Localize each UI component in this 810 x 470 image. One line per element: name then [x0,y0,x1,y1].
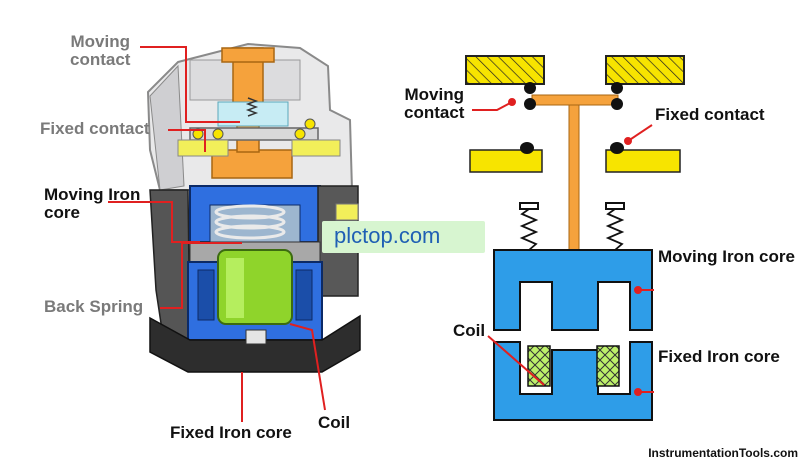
leader-right-fixed-contact-dot [624,137,632,145]
watermark-text: plctop.com [334,223,441,248]
leader-right-moving-contact-dot [508,98,516,106]
upper-bump-left [524,82,536,94]
coil-winding-right [596,345,620,387]
leader-right-fixed-contact [627,124,653,142]
coil-core-right [295,269,313,321]
coil-core-left [197,269,215,321]
lower-fixed-bar-left [469,149,543,173]
label-left-coil: Coil [318,413,351,432]
upper-bump-right [611,82,623,94]
moving-carrier-body [211,149,293,179]
contact-spring [245,97,259,117]
back-spring-turn-2 [214,214,286,230]
yellow-clip [335,203,359,221]
spring-right [605,208,625,251]
lower-bump-right [610,142,624,154]
contact-dot-4 [304,118,316,130]
bridge-bump-left [524,98,536,110]
base-tab [245,329,267,345]
label-right-moving-iron-core: Moving Iron core [658,247,795,266]
leader-left-back-spring [160,242,242,309]
lower-fixed-bar-right [605,149,681,173]
label-left-fixed-contact: Fixed contact [40,119,150,138]
lower-bump-left [520,142,534,154]
contactor-cutaway [146,42,361,373]
bridge-bump-right [611,98,623,110]
moving-carrier-top [221,47,275,63]
leader-right-fixed-iron-core-dot [634,388,642,396]
bridge-bar [531,94,619,106]
back-spring-turn-3 [214,224,286,240]
leader-left-moving-contact [140,46,240,123]
label-right-fixed-contact: Fixed contact [655,105,765,124]
housing-top-shade [149,64,185,191]
fixed-iron-core [493,341,653,421]
spring-cap-right [605,202,625,210]
coil-highlight [226,258,244,318]
terminal-left [177,139,229,157]
label-left-fixed-iron-core: Fixed Iron core [170,423,292,442]
leader-left-coil [289,323,326,411]
leader-right-moving-iron-core-dot [634,286,642,294]
label-right-fixed-iron-core: Fixed Iron core [658,347,780,366]
spring-cap-left [519,202,539,210]
credit-text: InstrumentationTools.com [648,446,798,460]
upper-fixed-bar-right [605,55,685,85]
spring-left [519,208,539,251]
back-spring-turn-1 [214,204,286,220]
contact-dot-2 [212,128,224,140]
leader-right-coil [487,335,545,386]
leader-right-moving-contact [472,101,513,111]
right-leader-lines [472,98,654,396]
contact-dot-3 [294,128,306,140]
moving-iron-core [493,249,653,331]
watermark: plctop.com [322,221,485,253]
left-leader-lines [108,46,326,422]
upper-fixed-bar-left [465,55,545,85]
terminal-right [291,139,341,157]
label-left-back-spring: Back Spring [44,297,144,316]
label-right-coil: Coil [453,321,486,340]
bridge-stem [568,104,580,252]
leader-left-fixed-contact [168,129,206,152]
contactor-schematic [465,55,685,421]
